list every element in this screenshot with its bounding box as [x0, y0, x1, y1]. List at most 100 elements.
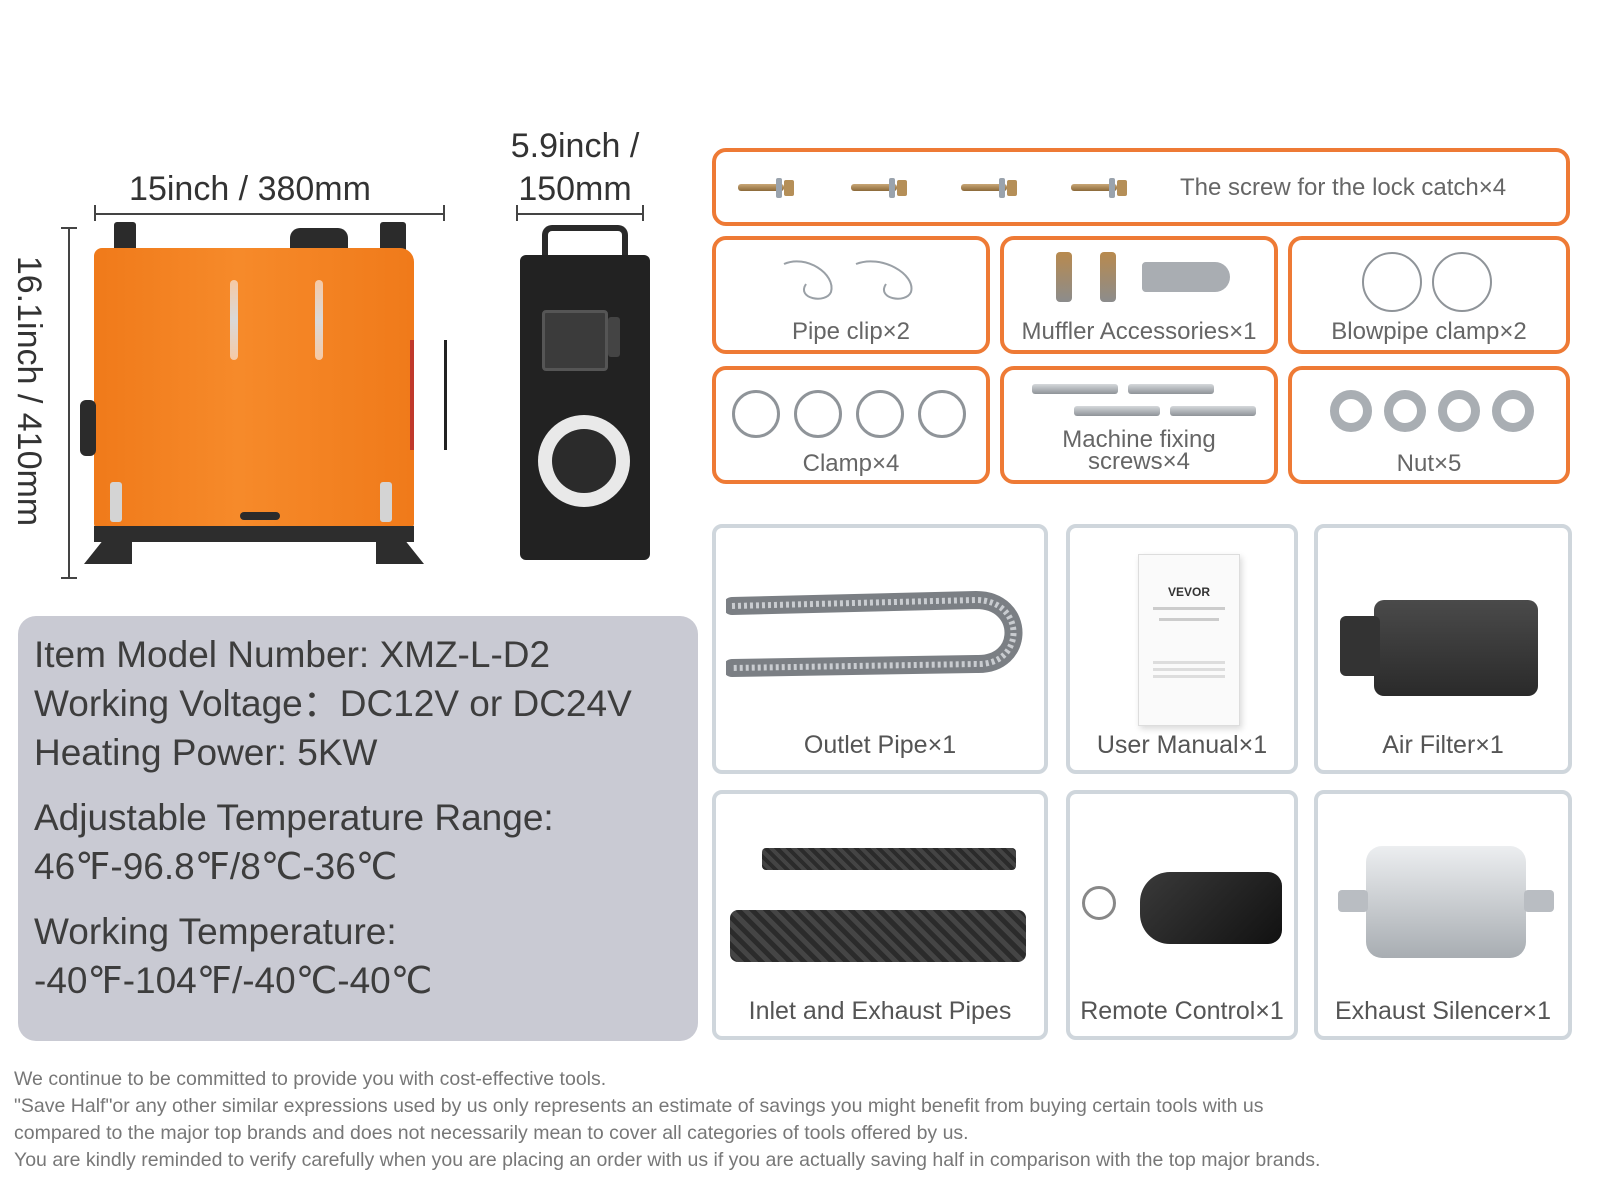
item-exhaust-silencer-label: Exhaust Silencer×1 [1334, 997, 1552, 1025]
height-dimension-line [68, 228, 70, 578]
heater-foot-right [376, 540, 424, 564]
muffler-bolt-icon [1056, 252, 1072, 302]
heater-side-image [520, 225, 650, 560]
item-inlet-exhaust-pipes: Inlet and Exhaust Pipes [712, 790, 1048, 1040]
fan-icon [538, 415, 630, 507]
blowpipe-clamp-icon [1362, 252, 1422, 312]
disclaimer-line-2: "Save Half"or any other similar expressi… [14, 1095, 1264, 1117]
clamp-icon [856, 390, 904, 438]
accessory-clamp: Clamp×4 [712, 366, 990, 484]
accessory-muffler-label: Muffler Accessories×1 [1021, 318, 1257, 345]
user-manual-image: VEVOR [1138, 554, 1240, 726]
item-air-filter-label: Air Filter×1 [1382, 731, 1504, 759]
accessory-nut: Nut×5 [1288, 366, 1570, 484]
heater-top-knob-left [114, 222, 136, 252]
machine-screw-icon [1032, 384, 1118, 394]
spec-power: Heating Power: 5KW [34, 732, 378, 773]
accessory-clamp-label: Clamp×4 [802, 450, 900, 477]
spec-model: Item Model Number: XMZ-L-D2 [34, 634, 551, 675]
heater-body [94, 248, 414, 528]
width-dimension-line [95, 213, 445, 215]
width-dimension-label: 15inch / 380mm [129, 170, 371, 208]
clamp-icon [918, 390, 966, 438]
width-tick-left [94, 205, 96, 221]
nut-icon [1330, 390, 1372, 432]
width-tick-right [443, 205, 445, 221]
heater-foot-bolt-left [110, 482, 122, 522]
depth-dimension-line [517, 213, 643, 215]
heater-side-port [80, 400, 96, 456]
spec-working-temp-label: Working Temperature: [34, 911, 397, 952]
screw-icon [851, 178, 915, 198]
blowpipe-clamp-icon [1432, 252, 1492, 312]
nut-icon [1438, 390, 1480, 432]
screw-icon [1071, 178, 1135, 198]
manual-brand-logo: VEVOR [1167, 585, 1210, 599]
control-buttons [608, 317, 620, 357]
heater-handle-left [230, 280, 238, 360]
spec-voltage: Working Voltage：DC12V or DC24V [34, 683, 632, 724]
machine-screw-icon [1074, 406, 1160, 416]
item-remote-control-label: Remote Control×1 [1080, 997, 1284, 1025]
nut-icon [1384, 390, 1426, 432]
clamp-icon [732, 390, 780, 438]
exhaust-silencer-image [1366, 846, 1526, 958]
depth-dimension-label-2: 150mm [518, 170, 632, 208]
accessory-machine-screws-label-2: screws×4 [1087, 448, 1191, 475]
heater-bottom-vent [240, 512, 280, 520]
screw-icon [738, 178, 802, 198]
accessory-machine-screws: Machine fixing screws×4 [1000, 366, 1278, 484]
screw-icon [961, 178, 1025, 198]
heater-top-knob-right [380, 222, 406, 252]
heater-foot-bolt-right [380, 482, 392, 522]
height-tick-bottom [61, 577, 77, 579]
accessory-nut-label: Nut×5 [1396, 450, 1462, 477]
silencer-pipe-right [1524, 890, 1554, 912]
height-dimension-label: 16.1inch / 410mm [10, 255, 48, 527]
item-user-manual-label: User Manual×1 [1096, 731, 1268, 759]
heater-handle-right [315, 280, 323, 360]
spec-adjustable-temp-label: Adjustable Temperature Range: [34, 797, 554, 838]
machine-screw-icon [1170, 406, 1256, 416]
disclaimer-line-4: You are kindly reminded to verify carefu… [14, 1149, 1321, 1171]
heater-side-handle [542, 225, 628, 259]
heater-base [94, 526, 414, 542]
item-user-manual: VEVOR User Manual×1 [1066, 524, 1298, 774]
air-filter-image [1374, 600, 1538, 696]
accessory-lock-screws: The screw for the lock catch×4 [712, 148, 1570, 226]
clamp-icon [794, 390, 842, 438]
disclaimer-line-3: compared to the major top brands and doe… [14, 1122, 969, 1144]
heater-side-body [520, 255, 650, 560]
heater-top-knob-center [290, 228, 348, 250]
muffler-bolt-icon [1100, 252, 1116, 302]
air-filter-inlet [1340, 616, 1380, 676]
silencer-pipe-left [1338, 890, 1368, 912]
spec-adjustable-temp-value: 46℉-96.8℉/8℃-36℃ [34, 846, 398, 887]
accessory-pipe-clip-label: Pipe clip×2 [791, 318, 911, 345]
specifications-panel: Item Model Number: XMZ-L-D2 Working Volt… [18, 616, 698, 1041]
heater-foot-left [84, 540, 132, 564]
item-exhaust-silencer: Exhaust Silencer×1 [1314, 790, 1572, 1040]
accessory-pipe-clip: Pipe clip×2 [712, 236, 990, 354]
spec-working-temp-value: -40℉-104℉/-40℃-40℃ [34, 960, 433, 1001]
pipe-clip-icon [783, 260, 913, 300]
item-air-filter: Air Filter×1 [1314, 524, 1572, 774]
disclaimer: We continue to be committed to provide y… [14, 1066, 1594, 1174]
depth-tick-right [642, 205, 644, 221]
nut-icon [1492, 390, 1534, 432]
accessory-blowpipe-clamp: Blowpipe clamp×2 [1288, 236, 1570, 354]
disclaimer-line-1: We continue to be committed to provide y… [14, 1068, 607, 1090]
muffler-bracket-icon [1142, 262, 1230, 292]
machine-screw-icon [1128, 384, 1214, 394]
accessory-lock-screws-label: The screw for the lock catch×4 [1180, 174, 1507, 201]
item-outlet-pipe-label: Outlet Pipe×1 [803, 731, 957, 759]
inlet-pipe-image [762, 848, 1016, 870]
outlet-pipe-image [726, 590, 1023, 677]
keyring-icon [1082, 886, 1116, 920]
height-tick-top [61, 227, 77, 229]
item-remote-control: Remote Control×1 [1066, 790, 1298, 1040]
item-inlet-exhaust-pipes-label: Inlet and Exhaust Pipes [748, 997, 1012, 1025]
accessory-blowpipe-clamp-label: Blowpipe clamp×2 [1331, 318, 1527, 345]
item-outlet-pipe: Outlet Pipe×1 [712, 524, 1048, 774]
heater-cable [410, 340, 447, 450]
